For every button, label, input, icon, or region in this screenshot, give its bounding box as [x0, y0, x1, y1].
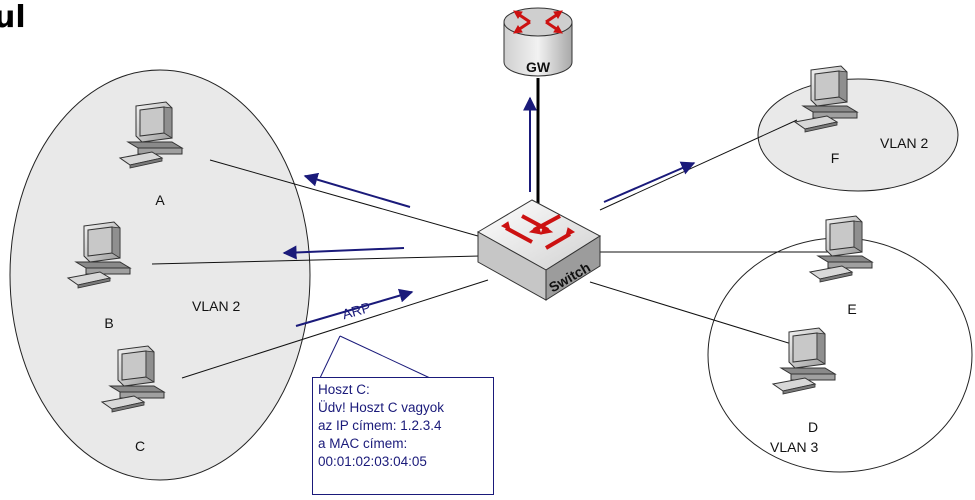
arrow-to-a — [303, 172, 411, 208]
arp-label: ARP — [340, 299, 372, 322]
host-label-a: A — [155, 192, 165, 208]
host-label-b: B — [104, 315, 113, 331]
callout-line: az IP címem: 1.2.3.4 — [318, 418, 442, 433]
page-title: ul — [0, 0, 26, 35]
link-b — [151, 255, 481, 265]
host-label-d: D — [808, 419, 818, 435]
gateway-label: GW — [526, 59, 551, 75]
arrow-arp — [295, 288, 414, 327]
callout-line: Üdv! Hoszt C vagyok — [318, 400, 445, 415]
router-icon — [503, 7, 573, 77]
arrow-to-f — [603, 161, 696, 203]
switch-icon — [476, 199, 601, 301]
arp-callout: Hoszt C: Üdv! Hoszt C vagyok az IP címem… — [312, 377, 494, 495]
link-d — [589, 281, 796, 346]
link-a — [209, 159, 493, 241]
callout-line: a MAC címem: — [318, 436, 408, 451]
callout-line: Hoszt C: — [318, 382, 370, 397]
vlan-label-bottom-right: VLAN 3 — [770, 439, 818, 455]
host-label-e: E — [847, 301, 856, 317]
host-label-f: F — [831, 150, 840, 166]
callout-line: 00:01:02:03:04:05 — [318, 454, 427, 469]
vlan-label-left: VLAN 2 — [192, 298, 240, 314]
host-label-c: C — [135, 438, 145, 454]
link-f — [599, 119, 798, 211]
vlan-label-top-right: VLAN 2 — [880, 135, 928, 151]
vlan-left-ellipse — [9, 69, 311, 481]
link-c — [181, 279, 489, 379]
arrow-to-b — [282, 245, 405, 260]
